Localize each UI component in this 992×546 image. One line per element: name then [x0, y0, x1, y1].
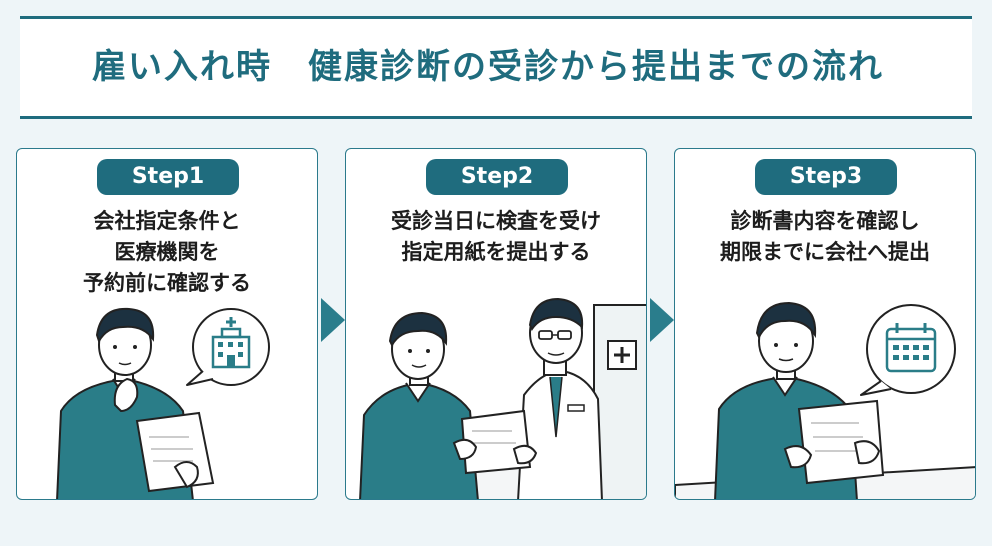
step-line: 期限までに会社へ提出: [720, 240, 930, 264]
step-badge-2: Step2: [426, 159, 568, 195]
next-step-arrow-icon: [321, 298, 345, 342]
page-title: 雇い入れ時 健康診断の受診から提出までの流れ: [92, 47, 884, 87]
next-step-arrow-icon: [650, 298, 674, 342]
step-card-1: Step1 会社指定条件と 医療機関を 予約前に確認する: [16, 148, 318, 500]
step-line: 医療機関を: [114, 240, 220, 264]
hospital-icon: [186, 308, 270, 386]
calendar-icon: [860, 304, 956, 396]
step-line: 受診当日に検査を受け: [391, 209, 601, 233]
person-reading-illustration: [675, 301, 975, 499]
person-thinking-illustration: [56, 307, 270, 499]
step-line: 診断書内容を確認し: [730, 209, 920, 233]
step-card-3: Step3 診断書内容を確認し 期限までに会社へ提出: [674, 148, 976, 500]
step-description-2: 受診当日に検査を受け 指定用紙を提出する: [346, 206, 646, 268]
clinic-reception-illustration: [359, 297, 646, 499]
step-description-1: 会社指定条件と 医療機関を 予約前に確認する: [17, 206, 317, 299]
step-line: 指定用紙を提出する: [401, 240, 591, 264]
step-line: 予約前に確認する: [83, 271, 251, 295]
medical-cross-icon: [593, 304, 646, 499]
title-banner: 雇い入れ時 健康診断の受診から提出までの流れ: [20, 16, 972, 119]
step-card-2: Step2 受診当日に検査を受け 指定用紙を提出する: [345, 148, 647, 500]
step-description-3: 診断書内容を確認し 期限までに会社へ提出: [675, 206, 975, 268]
step-line: 会社指定条件と: [93, 209, 241, 233]
step-badge-1: Step1: [97, 159, 239, 195]
step-badge-3: Step3: [755, 159, 897, 195]
